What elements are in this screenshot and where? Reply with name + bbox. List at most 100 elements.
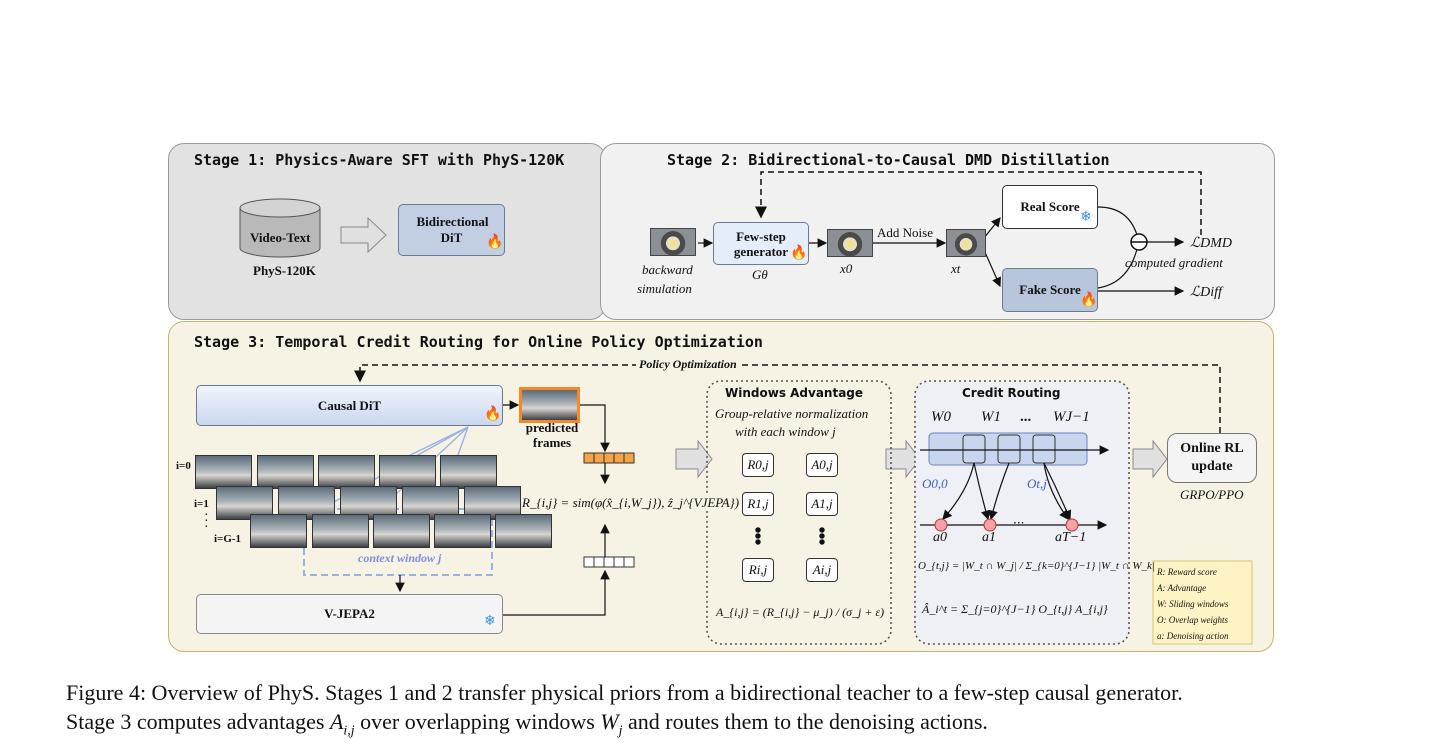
windows-advantage-sub-1: Group-relative normalization — [715, 406, 869, 421]
input-frame-thumbnail — [650, 228, 696, 256]
action-label-1: a1 — [982, 530, 996, 545]
few-step-generator-node: Few-step generator — [713, 222, 809, 265]
caption-symbol-w: W — [600, 709, 619, 734]
reward-box-0: R0,j — [742, 453, 774, 477]
predicted-frames-label: predicted frames — [525, 420, 579, 450]
legend-item-windows: W: Sliding windows — [1157, 599, 1229, 609]
legend-item-reward: R: Reward score — [1157, 567, 1217, 577]
action-node-a1 — [983, 518, 997, 532]
svg-text:···: ··· — [1013, 516, 1024, 530]
frame-r2-c2 — [373, 514, 430, 548]
xt-frame-thumbnail — [946, 229, 986, 257]
vjepa-label: V-JEPA2 — [324, 606, 375, 621]
advantage-box-0: A0,j — [806, 453, 838, 477]
caption-text-a: Stage 3 computes advantages — [66, 709, 330, 734]
frame-r0-c1 — [257, 455, 314, 489]
stage1-arrow-icon — [340, 216, 387, 254]
overlap-label-0: O0,0 — [922, 476, 948, 491]
snowflake-icon: ❄ — [1080, 210, 1092, 225]
frame-r0-c4 — [440, 455, 497, 489]
action-label-last: aT−1 — [1055, 530, 1087, 545]
advantage-formula: A_{i,j} = (R_{i,j} − μ_j) / (σ_j + ε) — [716, 605, 885, 619]
database-icon — [239, 198, 321, 258]
cylinder-label: Video-Text — [250, 230, 311, 245]
vjepa-embedding-tokens — [583, 556, 635, 568]
x0-label: x0 — [840, 261, 853, 276]
predicted-embedding-tokens — [583, 452, 635, 464]
context-window-label: context window j — [358, 551, 442, 565]
window-label-ellipsis: ... — [1020, 409, 1032, 425]
caption-text-b: over overlapping windows — [354, 709, 601, 734]
block-arrow-icon — [1132, 439, 1168, 479]
window-label-0: W0 — [931, 409, 951, 425]
real-score-label: Real Score — [1020, 199, 1080, 214]
loss-dmd-label: ℒDMD — [1190, 236, 1232, 251]
figure-caption-line1: Figure 4: Overview of PhyS. Stages 1 and… — [66, 680, 1183, 705]
frame-r0-c3 — [379, 455, 436, 489]
causal-dit-node: Causal DiT — [196, 385, 503, 426]
vertical-dots-icon: ••• — [818, 520, 826, 554]
reward-formula: R_{i,j} = sim(φ(x̂_{i,W_j}), ẑ_j^{VJEPA}… — [522, 495, 740, 511]
stage2-title: Stage 2: Bidirectional-to-Causal DMD Dis… — [667, 151, 1110, 169]
flame-icon: 🔥 — [486, 235, 504, 250]
action-node-aT — [1065, 518, 1079, 532]
policy-optimization-label: Policy Optimization — [636, 357, 740, 372]
stage2-graphics — [698, 171, 1202, 296]
legend: R: Reward score A: Advantage W: Sliding … — [1157, 564, 1253, 644]
generator-label: Few-step generator — [733, 228, 789, 259]
frame-r2-c1 — [312, 514, 369, 548]
fake-score-node: Fake Score — [1002, 268, 1098, 312]
flame-icon: 🔥 — [790, 246, 808, 261]
dataset-caption: PhyS-120K — [253, 263, 316, 278]
frame-r2-c4 — [495, 514, 552, 548]
reward-box-1: R1,j — [742, 492, 774, 516]
real-score-node: Real Score — [1002, 185, 1098, 229]
causal-dit-label: Causal DiT — [317, 397, 382, 413]
stage3-graphics: ··· — [303, 364, 1253, 645]
overlap-label-t: Ot,j — [1027, 476, 1047, 491]
advantage-box-1: A1,j — [806, 492, 838, 516]
block-arrow-icon — [885, 439, 921, 479]
windows-advantage-title: Windows Advantage — [725, 386, 864, 400]
legend-item-action: a: Denoising action — [1157, 631, 1229, 641]
stage3-title: Stage 3: Temporal Credit Routing for Onl… — [194, 333, 763, 351]
window-label-last: WJ−1 — [1053, 409, 1090, 425]
reward-box-i: Ri,j — [742, 558, 774, 582]
frame-r2-c0 — [250, 514, 307, 548]
stage1-graphics — [239, 198, 387, 258]
vertical-dots-icon: ••• — [754, 520, 762, 554]
legend-item-advantage: A: Advantage — [1157, 583, 1207, 593]
row-label-0: i=0 — [176, 460, 191, 472]
fake-score-label: Fake Score — [1019, 282, 1081, 297]
predicted-frames-thumbnail — [519, 387, 580, 423]
snowflake-icon: ❄ — [484, 614, 496, 629]
flame-icon: 🔥 — [484, 407, 502, 422]
bidirectional-dit-node: Bidirectional DiT — [398, 204, 505, 256]
generator-symbol: Gθ — [752, 267, 768, 282]
loss-diff-label: ℒDiff — [1190, 285, 1222, 300]
frame-r2-c3 — [434, 514, 491, 548]
simulation-caption: simulation — [637, 281, 692, 296]
ellipsis-icon: ··· — [204, 508, 209, 535]
caption-subscript-j: j — [618, 723, 623, 739]
grpo-label: GRPO/PPO — [1180, 487, 1244, 502]
caption-text-c: and routes them to the denoising actions… — [622, 709, 988, 734]
frame-r0-c2 — [318, 455, 375, 489]
routed-advantage-formula: Â_i^t = Σ_{j=0}^{J−1} O_{t,j} A_{i,j} — [922, 602, 1108, 616]
window-label-1: W1 — [981, 409, 1001, 425]
credit-routing-title: Credit Routing — [962, 386, 1061, 400]
x0-frame-thumbnail — [827, 229, 873, 257]
row-label-1: i=1 — [194, 498, 209, 510]
figure-caption-line2: Stage 3 computes advantages Ai,j over ov… — [66, 707, 1406, 745]
action-node-a0 — [934, 518, 948, 532]
stage1-title: Stage 1: Physics-Aware SFT with PhyS-120… — [194, 151, 565, 169]
flame-icon: 🔥 — [1080, 293, 1098, 308]
online-rl-label: Online RL update — [1180, 441, 1244, 474]
frame-r0-c0 — [195, 455, 252, 489]
vjepa-node: V-JEPA2 — [196, 594, 503, 634]
legend-item-overlap: O: Overlap weights — [1157, 615, 1228, 625]
frame-r1-c0 — [216, 486, 273, 520]
block-arrow-icon — [675, 439, 713, 479]
action-label-0: a0 — [933, 530, 947, 545]
computed-gradient-label: computed gradient — [1125, 255, 1223, 270]
